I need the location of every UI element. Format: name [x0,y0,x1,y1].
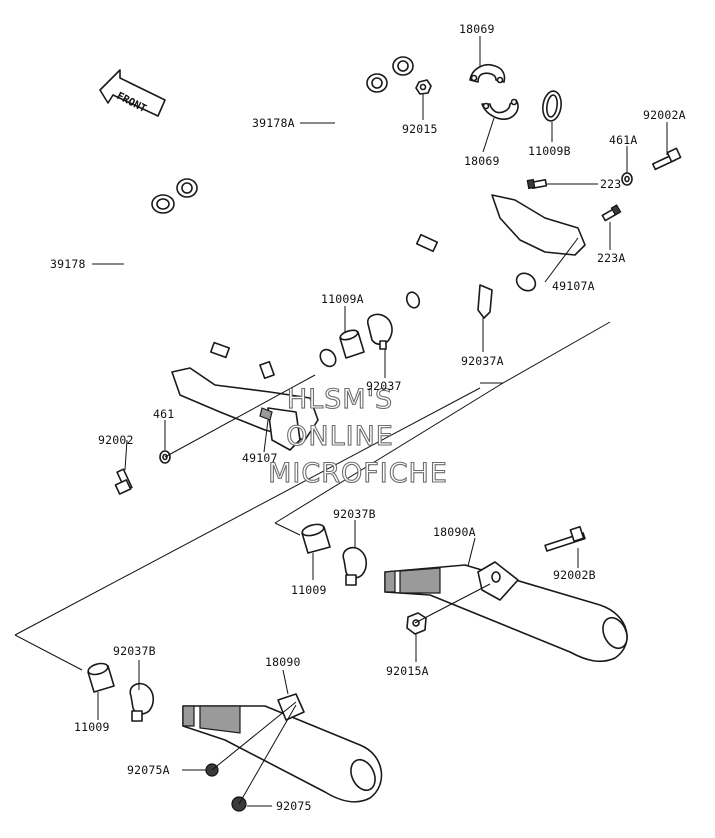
callout-11009-left[interactable]: 11009 [74,720,110,734]
header-pipe-39178 [115,178,331,380]
callout-18090[interactable]: 18090 [265,655,301,669]
callout-18069-top[interactable]: 18069 [459,22,495,36]
callout-461A[interactable]: 461A [609,133,638,147]
collector-pipe-49107 [171,348,338,451]
washer-461A [621,172,633,186]
callout-92015[interactable]: 92015 [402,122,438,136]
gasket-11009-left [87,662,115,693]
callout-39178[interactable]: 39178 [50,257,86,271]
gasket-11009A [339,329,365,359]
callout-11009B[interactable]: 11009B [528,144,571,158]
watermark-line-2: ONLINE [286,421,394,452]
callout-49107[interactable]: 49107 [242,451,278,465]
clamp-92037 [366,313,393,350]
callout-223[interactable]: 223 [600,177,621,191]
callout-92037B-left[interactable]: 92037B [113,644,156,658]
watermark-line-3: MICROFICHE [268,458,448,489]
callout-leader-lines [92,36,668,807]
collector-pipe-49107A [405,194,586,319]
bolt-92002B [544,525,586,552]
clamp-92037B-left [129,682,155,722]
bolt-223 [526,178,548,190]
nut-92015 [415,79,432,95]
nut-92015A [406,612,427,635]
watermark-line-1: HLSM'S [287,384,393,415]
callout-461[interactable]: 461 [153,407,174,421]
muffler-18090A [384,561,628,663]
header-pipe-39178A [337,56,511,268]
front-direction-arrow: FRONT [99,69,166,117]
watermark: HLSM'S ONLINE MICROFICHE [268,383,448,489]
bolt-92002A [651,147,682,171]
muffler-18090 [182,693,383,803]
callout-18090A[interactable]: 18090A [433,525,476,539]
callout-92075[interactable]: 92075 [276,799,312,813]
gasket-11009-right [301,523,331,554]
gasket-11009B [542,90,562,122]
callout-223A[interactable]: 223A [597,251,626,265]
assembly-group-lines [14,321,611,805]
part-number-labels: 18069 18069 92015 11009B 92002A 39178A 4… [50,22,686,813]
callout-92002B[interactable]: 92002B [553,568,596,582]
callout-92037[interactable]: 92037 [366,379,402,393]
bolt-223A [601,204,622,222]
clamp-18069-top [469,64,506,84]
callout-92037A[interactable]: 92037A [461,354,504,368]
clamp-92037B-right [342,546,368,586]
callout-18069-bottom[interactable]: 18069 [464,154,500,168]
callout-92002[interactable]: 92002 [98,433,134,447]
callout-92015A[interactable]: 92015A [386,664,429,678]
callout-92075A[interactable]: 92075A [127,763,170,777]
bolt-92002 [114,468,133,495]
callout-49107A[interactable]: 49107A [552,279,595,293]
clamp-18069-bottom [481,98,519,120]
callout-39178A[interactable]: 39178A [252,116,295,130]
callout-92002A[interactable]: 92002A [643,108,686,122]
callout-11009-right[interactable]: 11009 [291,583,327,597]
callout-11009A[interactable]: 11009A [321,292,364,306]
callout-92037B-right[interactable]: 92037B [333,507,376,521]
